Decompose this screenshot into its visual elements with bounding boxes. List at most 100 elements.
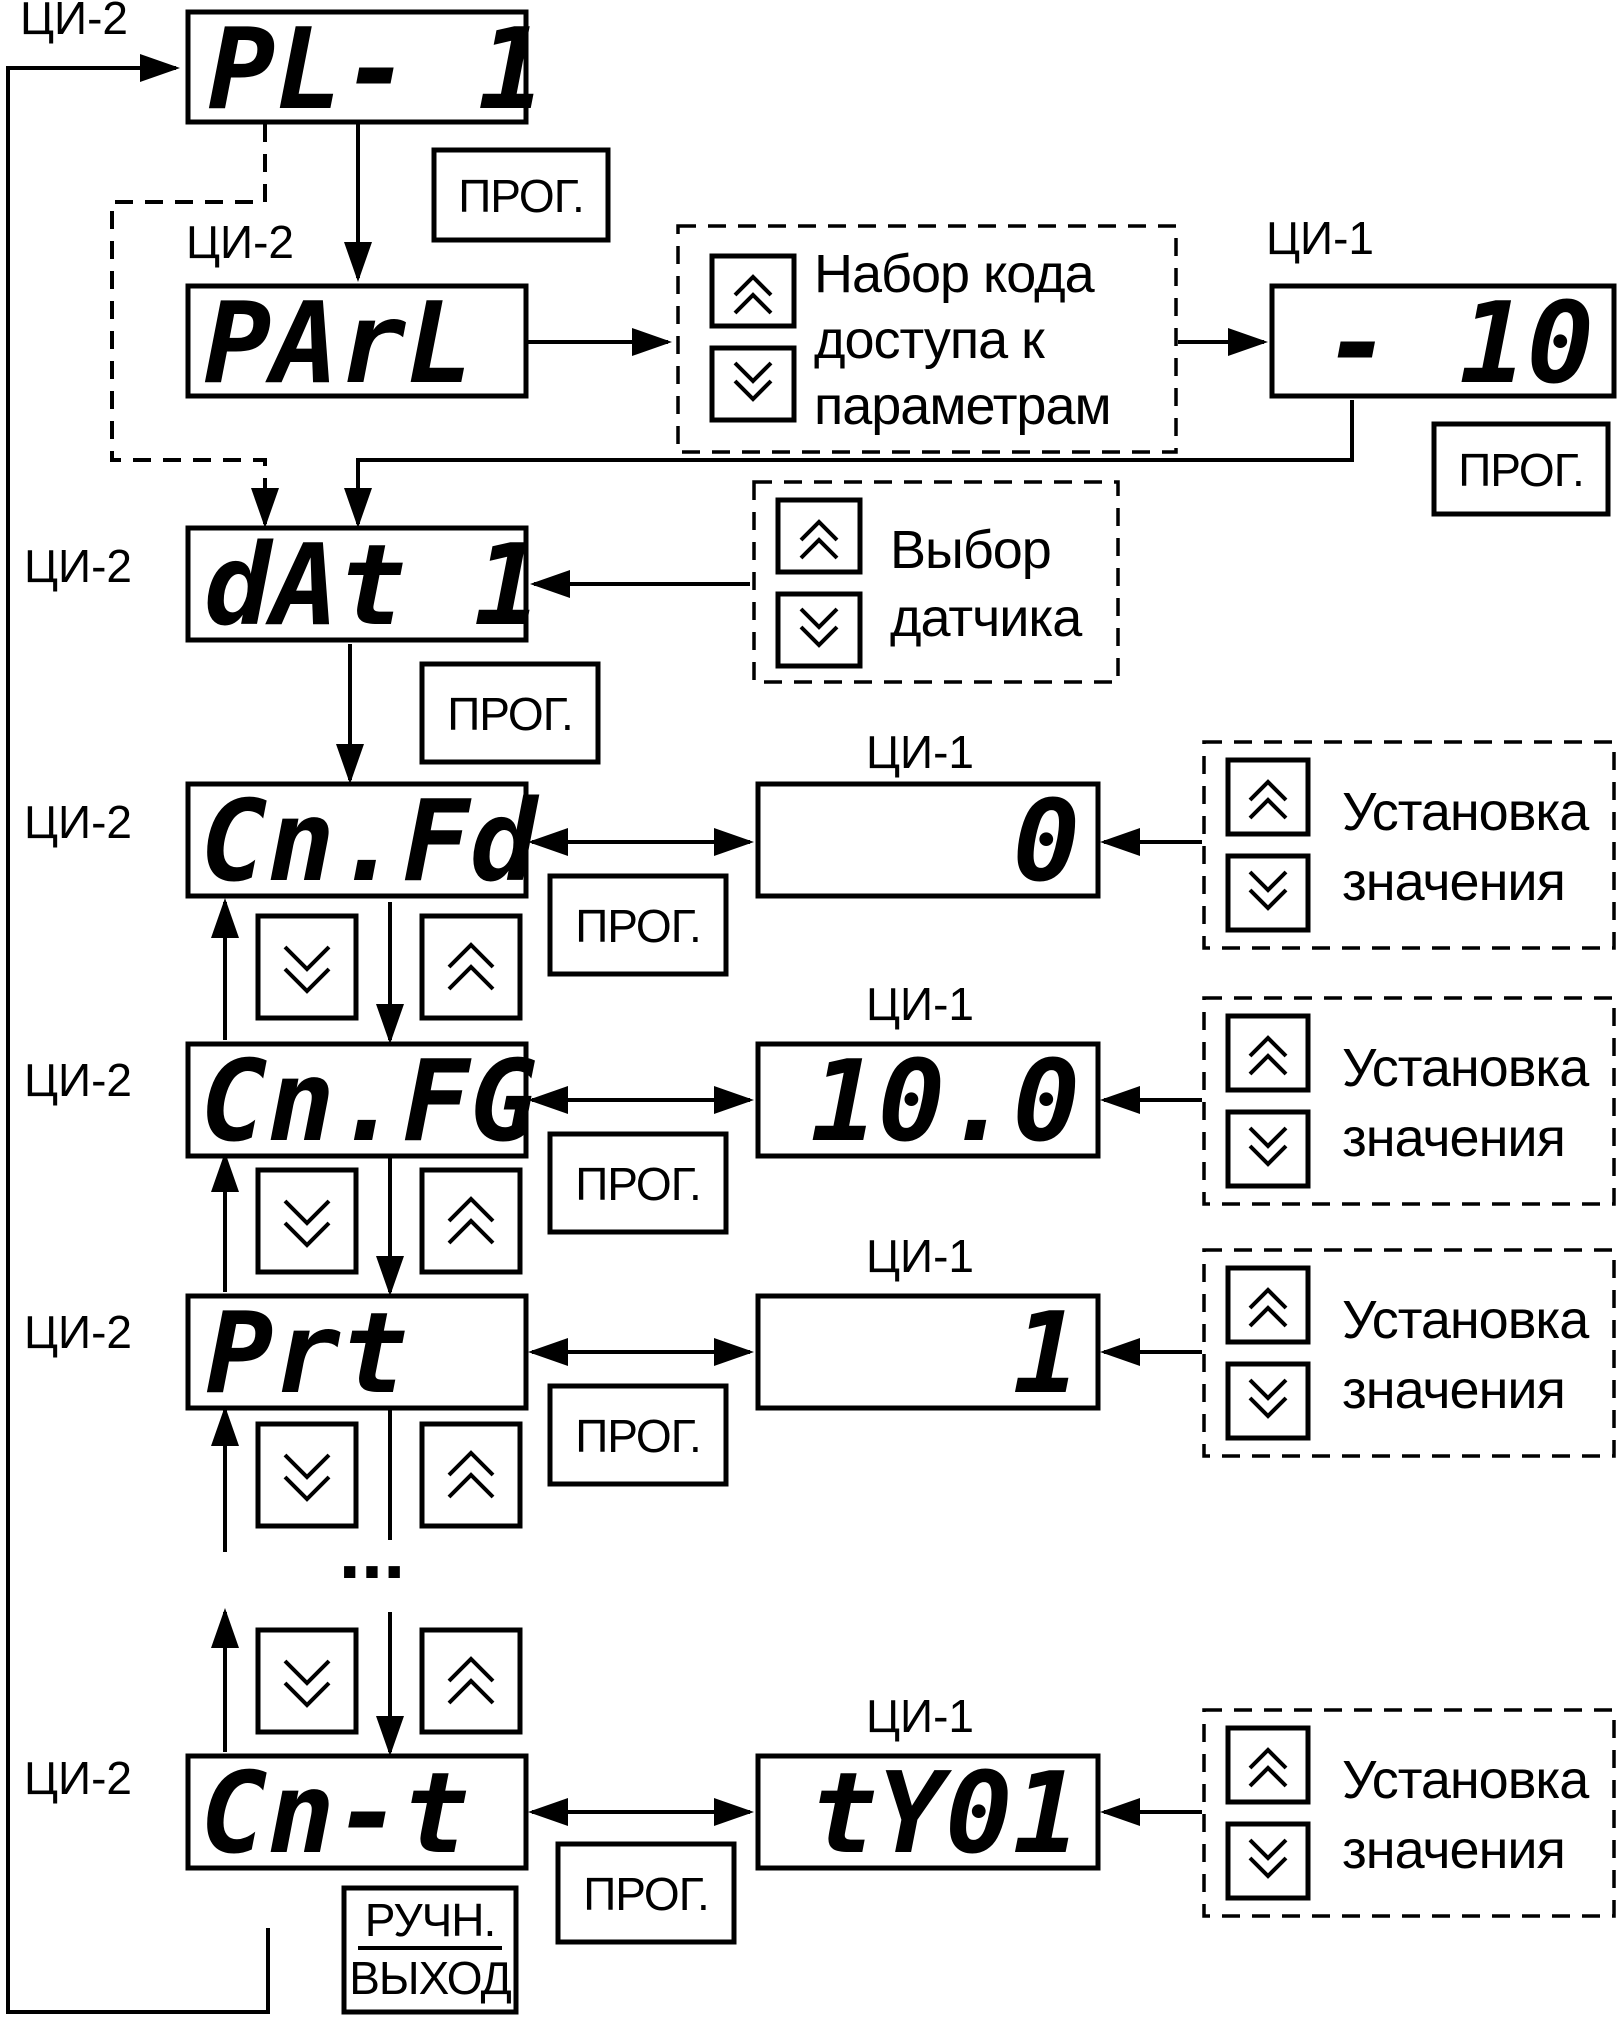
display-prt-value: 1 <box>755 1289 1101 1419</box>
up-button[interactable] <box>1225 1725 1311 1805</box>
up-button[interactable] <box>1225 757 1311 837</box>
display-code-text: - 10 <box>1324 279 1594 409</box>
svg-text:Набор кода: Набор кода <box>814 244 1096 304</box>
down-button[interactable] <box>255 1167 359 1275</box>
manual-exit-button[interactable]: РУЧН. ВЫХОД <box>341 1885 519 2015</box>
double-chevron-up-icon <box>733 274 773 315</box>
set-value-hint: Установка значения <box>1202 996 1616 1206</box>
display-prt-value-text: 1 <box>1013 1289 1080 1419</box>
svg-text:доступа к: доступа к <box>814 310 1045 370</box>
svg-text:ПРОГ.: ПРОГ. <box>583 1868 709 1920</box>
double-chevron-down-icon <box>283 1659 331 1708</box>
double-chevron-down-icon <box>283 1453 331 1502</box>
down-button[interactable] <box>1225 1109 1311 1189</box>
display-cnfg-value: 10.0 <box>755 1037 1101 1167</box>
prog-button[interactable]: ПРОГ. <box>547 1383 729 1487</box>
display-pl1-text: PL- 1 <box>208 5 545 135</box>
double-chevron-up-icon <box>447 1656 495 1705</box>
sensor-select-hint: Выбор датчика <box>752 480 1120 684</box>
prog-button[interactable]: ПРОГ. <box>547 873 729 977</box>
svg-text:значения: значения <box>1342 1360 1565 1420</box>
svg-text:ПРОГ.: ПРОГ. <box>575 900 701 952</box>
down-button[interactable] <box>255 913 359 1021</box>
set-value-hint: Установка значения <box>1202 1708 1616 1918</box>
up-button[interactable] <box>419 1627 523 1735</box>
svg-text:ПРОГ.: ПРОГ. <box>575 1158 701 1210</box>
double-chevron-down-icon <box>1248 1838 1288 1879</box>
prog-button[interactable]: ПРОГ. <box>555 1841 737 1945</box>
display-cnfg: Cn.FG <box>185 1037 537 1167</box>
double-chevron-up-icon <box>1248 1747 1288 1788</box>
pl1-bypass-dashed-line <box>110 124 279 528</box>
ellipsis: ... <box>339 1506 406 1595</box>
displays: PL- 1 PArL - 10 dAt 1 Cn.Fd 0 Cn.FG 10. <box>185 5 1617 1879</box>
code-to-dat1-line <box>344 400 1354 528</box>
prog-button[interactable]: ПРОГ. <box>431 147 611 243</box>
hint-groups: Набор кода доступа к параметрам Выбор да… <box>676 224 1616 1918</box>
down-button[interactable] <box>255 1627 359 1735</box>
double-chevron-up-icon <box>1248 779 1288 820</box>
double-chevron-up-icon <box>799 519 839 560</box>
ci1-label: ЦИ-1 <box>866 978 974 1030</box>
up-button[interactable] <box>1225 1265 1311 1345</box>
display-pl1: PL- 1 <box>185 5 545 135</box>
double-chevron-up-icon <box>447 1450 495 1499</box>
ci2-label: ЦИ-2 <box>24 1752 132 1804</box>
down-button[interactable] <box>709 345 797 423</box>
up-button[interactable] <box>775 497 863 575</box>
svg-text:Установка: Установка <box>1342 782 1590 842</box>
svg-text:Установка: Установка <box>1342 1038 1590 1098</box>
ci2-label: ЦИ-2 <box>20 0 128 44</box>
svg-text:ПРОГ.: ПРОГ. <box>575 1410 701 1462</box>
svg-text:ПРОГ.: ПРОГ. <box>447 688 573 740</box>
display-cnfd-value-text: 0 <box>1013 777 1080 907</box>
double-chevron-down-icon <box>283 945 331 994</box>
display-cnfd: Cn.Fd <box>185 777 540 907</box>
down-button[interactable] <box>1225 1361 1311 1441</box>
set-value-hint: Установка значения <box>1202 740 1616 950</box>
display-cnt-text: Cn-t <box>200 1749 470 1879</box>
display-cnfd-text: Cn.Fd <box>200 777 540 907</box>
display-dat1: dAt 1 <box>185 521 541 651</box>
ci1-label: ЦИ-1 <box>866 1690 974 1742</box>
up-button[interactable] <box>419 1421 523 1529</box>
return-loop-line <box>6 54 270 2014</box>
down-button[interactable] <box>255 1421 359 1529</box>
display-prt: Prt <box>185 1289 529 1419</box>
double-chevron-down-icon <box>799 607 839 648</box>
double-chevron-down-icon <box>1248 1126 1288 1167</box>
ci2-label: ЦИ-2 <box>24 796 132 848</box>
svg-text:ПРОГ.: ПРОГ. <box>1458 444 1584 496</box>
ci2-label: ЦИ-2 <box>24 1054 132 1106</box>
prog-button[interactable]: ПРОГ. <box>1431 421 1611 517</box>
up-button[interactable] <box>1225 1013 1311 1093</box>
svg-text:значения: значения <box>1342 852 1565 912</box>
display-prt-text: Prt <box>206 1289 408 1419</box>
double-chevron-down-icon <box>733 361 773 402</box>
nav-buttons: ... <box>255 913 523 1735</box>
manual-label: РУЧН. <box>365 1894 496 1946</box>
display-dat1-text: dAt 1 <box>204 521 541 651</box>
display-cnt-value: tY01 <box>755 1749 1101 1879</box>
ci1-label: ЦИ-1 <box>866 1230 974 1282</box>
double-chevron-up-icon <box>1248 1287 1288 1328</box>
double-chevron-down-icon <box>1248 1378 1288 1419</box>
down-button[interactable] <box>1225 853 1311 933</box>
set-value-hint: Установка значения <box>1202 1248 1616 1458</box>
down-button[interactable] <box>775 591 863 669</box>
up-button[interactable] <box>419 913 523 1021</box>
ci1-label: ЦИ-1 <box>1266 212 1374 264</box>
double-chevron-down-icon <box>283 1199 331 1248</box>
up-button[interactable] <box>709 253 797 329</box>
double-chevron-up-icon <box>1248 1035 1288 1076</box>
prog-button[interactable]: ПРОГ. <box>547 1131 729 1235</box>
ci2-label: ЦИ-2 <box>186 216 294 268</box>
svg-text:значения: значения <box>1342 1820 1565 1880</box>
up-button[interactable] <box>419 1167 523 1275</box>
display-cnfg-value-text: 10.0 <box>810 1037 1080 1167</box>
prog-buttons: ПРОГ. ПРОГ. ПРОГ. ПРОГ. ПРОГ. ПРОГ. ПРОГ… <box>341 147 1611 2015</box>
down-button[interactable] <box>1225 1821 1311 1901</box>
exit-label: ВЫХОД <box>349 1952 511 2004</box>
svg-text:параметрам: параметрам <box>814 376 1111 436</box>
prog-button[interactable]: ПРОГ. <box>419 661 601 765</box>
